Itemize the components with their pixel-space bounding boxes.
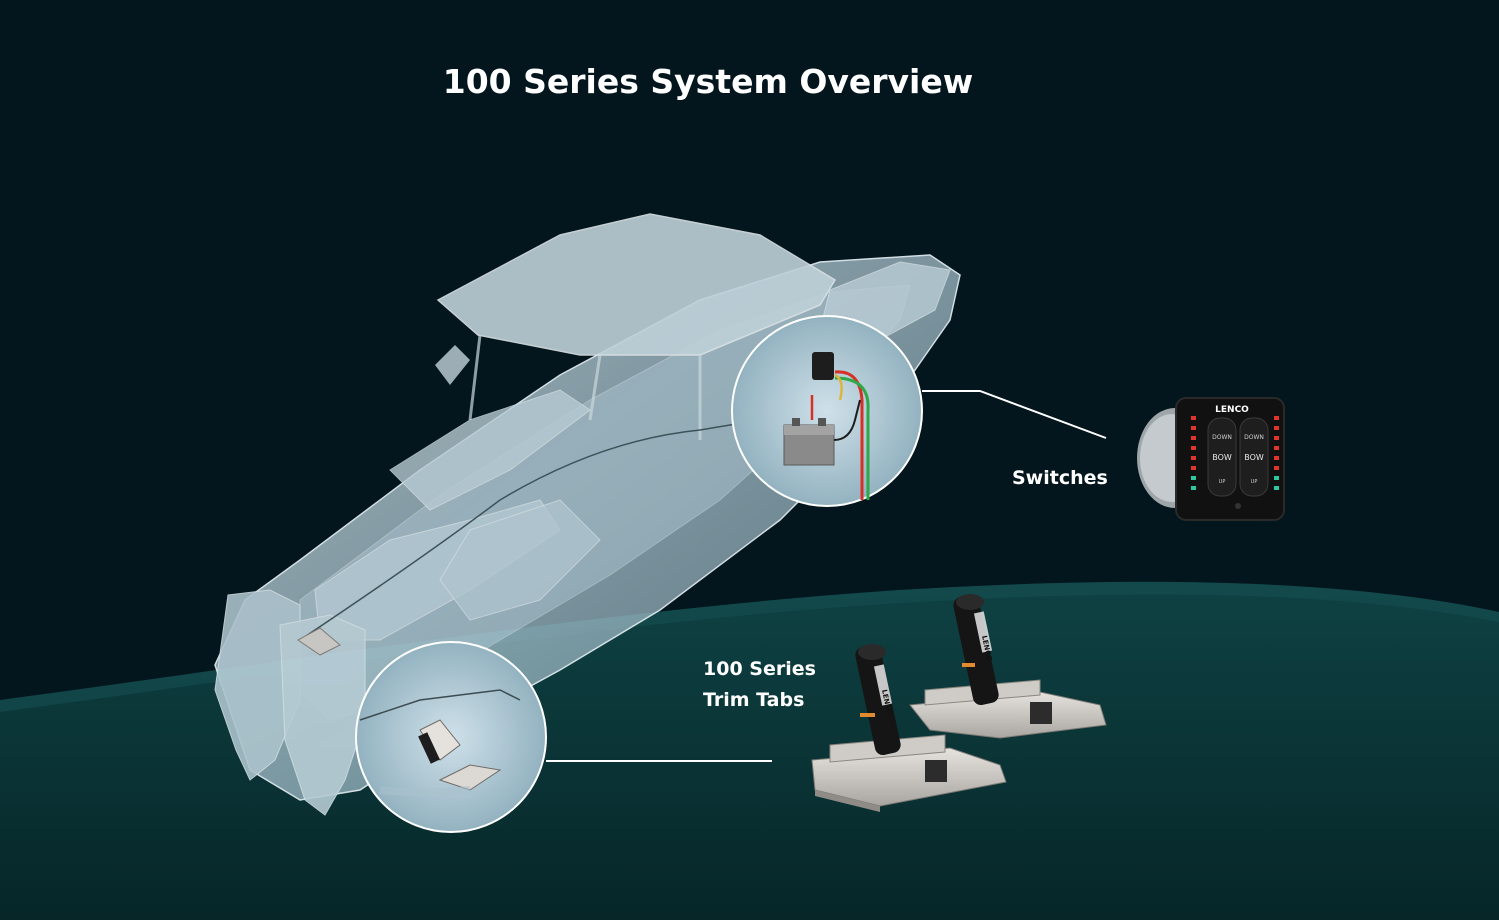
right-switch-mid-label: BOW <box>1244 453 1264 462</box>
trim-tabs-product: LENCO LENCO <box>811 594 1107 812</box>
left-switch-mid-label: BOW <box>1212 453 1232 462</box>
water-highlight <box>0 581 1499 712</box>
right-switch-bottom-label: UP <box>1251 479 1258 485</box>
left-switch-top-label: DOWN <box>1212 434 1232 441</box>
trim-tabs-label-line2: Trim Tabs <box>703 689 805 711</box>
trim-tabs-label-line1: 100 Series <box>703 658 816 680</box>
switches-label-text: Switches <box>1012 467 1108 489</box>
page-title: 100 Series System Overview <box>442 62 974 101</box>
switches-label: Switches <box>1012 463 1108 494</box>
callout-line-switches <box>922 390 1107 439</box>
led-indicators-right <box>1274 416 1279 490</box>
actuator-rear: LENCO <box>953 594 1052 724</box>
trim-tab-callout <box>355 641 547 833</box>
switch-panel-product: LENCO DOWN BOW UP DOWN BOW UP <box>1137 397 1285 521</box>
right-switch-top-label: DOWN <box>1244 434 1264 441</box>
boat-wire <box>299 419 761 641</box>
wiring-callout <box>731 315 923 507</box>
trim-tabs-label: 100 Series Trim Tabs <box>703 654 816 716</box>
outboard-motor-right <box>279 614 366 816</box>
switch-brand-label: LENCO <box>1215 405 1249 415</box>
left-switch-bottom-label: UP <box>1219 479 1226 485</box>
actuator-front: LENCO <box>855 644 947 782</box>
mini-switch-panel <box>812 352 834 380</box>
boat-hardtop <box>436 213 837 356</box>
outboard-motor-left <box>214 589 301 781</box>
led-indicators-left <box>1191 416 1196 490</box>
